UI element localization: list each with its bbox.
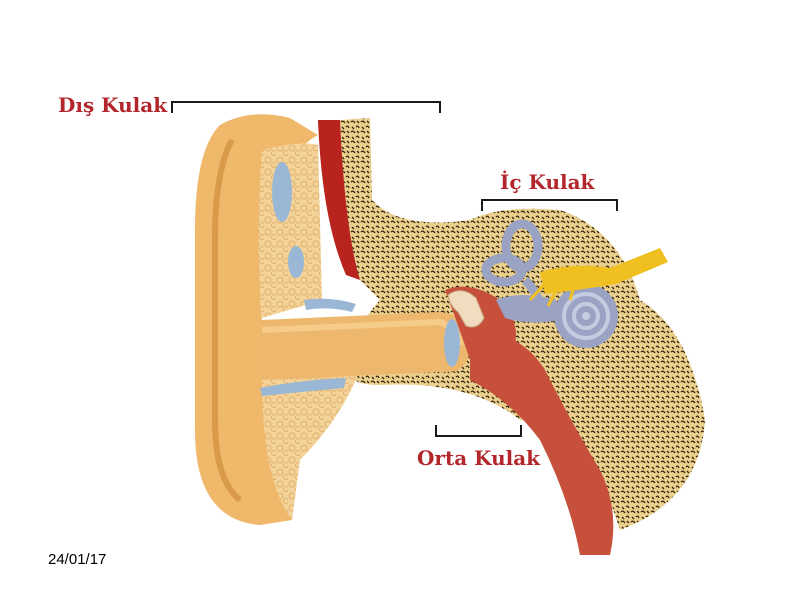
inner-ear-label: İç Kulak: [500, 170, 595, 194]
blood-vessel: [318, 120, 360, 280]
cartilage-tissue: [258, 143, 322, 318]
ossicles: [447, 290, 485, 328]
nerve-branches: [528, 278, 577, 307]
inner-ear-bracket: [481, 199, 618, 211]
middle-ear-bracket: [435, 425, 522, 437]
eustachian-tube: [470, 330, 614, 555]
middle-ear-label: Orta Kulak: [417, 446, 541, 470]
outer-ear-label: Dış Kulak: [58, 93, 168, 117]
eardrum: [444, 319, 460, 367]
cochlea: [554, 284, 618, 348]
vestibule: [496, 295, 560, 323]
auditory-nerve: [540, 248, 668, 294]
pinna-fold: [212, 138, 242, 503]
pinna: [195, 114, 318, 525]
outer-ear-bracket: [171, 101, 441, 113]
cartilage-1: [272, 162, 292, 222]
lower-tissue: [262, 370, 360, 520]
date-footer: 24/01/17: [48, 551, 107, 568]
cartilage-2: [288, 246, 304, 278]
temporal-bone: [340, 118, 705, 530]
cartilage-4: [260, 378, 346, 396]
cartilage-3: [304, 298, 356, 312]
